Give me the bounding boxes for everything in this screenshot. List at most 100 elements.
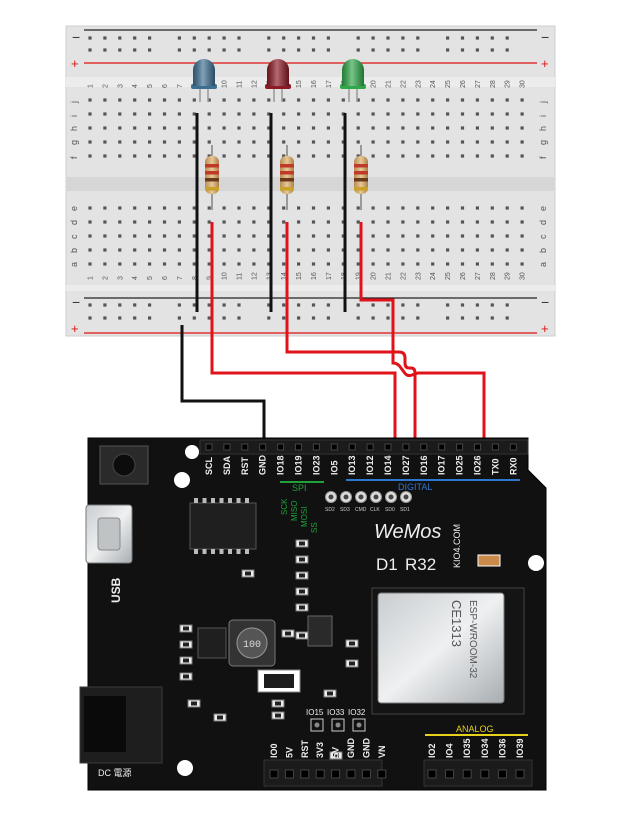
header-pin	[348, 443, 356, 451]
rail-plus-label: +	[71, 321, 79, 336]
column-number: 3	[117, 276, 124, 280]
resistor	[354, 145, 368, 210]
breadboard-hole	[118, 140, 122, 144]
breadboard-hole	[148, 126, 152, 130]
pin-label: IO39	[515, 738, 525, 758]
breadboard-hole	[103, 234, 107, 238]
pin-label: IO19	[294, 455, 304, 475]
rail-hole	[475, 303, 479, 307]
rail-hole	[490, 48, 494, 52]
smd-components	[179, 539, 359, 760]
breadboard-hole	[416, 248, 420, 252]
rail-hole	[475, 36, 479, 40]
breadboard-hole	[416, 220, 420, 224]
rail-hole	[148, 303, 152, 307]
pad-label: SD3	[340, 507, 350, 513]
rail-hole	[311, 36, 316, 40]
mid-pin-label: IO32	[348, 708, 366, 717]
center-channel	[66, 177, 555, 191]
rail-hole	[386, 48, 390, 52]
resistor-band	[354, 171, 368, 175]
breadboard-hole	[222, 112, 226, 116]
rail-hole	[475, 48, 479, 52]
header-pin	[427, 769, 437, 779]
breadboard-hole	[148, 220, 152, 224]
rail-hole	[297, 48, 301, 52]
signal-wires	[210, 222, 486, 440]
breadboard-hole	[401, 140, 405, 144]
reset-button-cap[interactable]	[112, 453, 136, 477]
breadboard-hole	[103, 248, 107, 252]
row-letter: b	[538, 248, 548, 253]
pin-label: GND	[258, 455, 268, 476]
breadboard-hole	[207, 154, 211, 158]
breadboard-hole	[460, 140, 465, 144]
breadboard-hole	[490, 220, 494, 224]
breadboard-hole	[311, 262, 316, 266]
mount-hole	[177, 760, 193, 776]
column-number: 19	[356, 272, 363, 280]
breadboard-hole	[148, 112, 152, 116]
breadboard-hole	[311, 98, 316, 102]
breadboard-hole	[371, 262, 375, 266]
pin-label: GND	[346, 738, 356, 759]
breadboard-hole	[177, 234, 181, 238]
breadboard-hole	[326, 126, 330, 130]
breadboard-hole	[505, 154, 509, 158]
rail-hole	[297, 36, 301, 40]
breadboard-hole	[520, 262, 524, 266]
rail-hole	[118, 36, 122, 40]
breadboard-hole	[386, 234, 390, 238]
column-number: 1	[88, 276, 95, 280]
rail-hole	[207, 316, 211, 320]
pin-label: IO17	[437, 455, 447, 475]
breadboard-hole	[371, 98, 375, 102]
breadboard-hole	[341, 154, 345, 158]
rail-hole	[207, 36, 211, 40]
breadboard-hole	[326, 248, 330, 252]
rail-hole	[326, 48, 330, 52]
breadboard-hole	[475, 126, 479, 130]
pin-label: IO13	[347, 455, 357, 475]
rail-hole	[460, 316, 465, 320]
breadboard-hole	[446, 98, 450, 102]
breadboard-hole	[222, 154, 226, 158]
pin-label: RST	[240, 456, 250, 475]
pad-label: CLK	[370, 507, 380, 513]
header-pin	[474, 443, 481, 451]
header-pin	[241, 443, 249, 451]
column-number: 25	[445, 272, 452, 280]
header-pin	[456, 443, 464, 451]
breadboard-hole	[386, 154, 390, 158]
spi-side-label: SS	[310, 522, 319, 533]
column-number: 12	[251, 272, 258, 280]
column-number: 27	[475, 272, 482, 280]
breadboard-hole	[356, 98, 360, 102]
column-number: 17	[326, 272, 333, 280]
breadboard-hole	[252, 140, 256, 144]
breadboard-hole	[192, 206, 196, 210]
rail-hole	[505, 48, 509, 52]
breadboard-hole	[311, 140, 316, 144]
rail-hole	[148, 316, 152, 320]
breadboard-hole	[431, 248, 435, 252]
pad-label: SD0	[385, 507, 395, 513]
rail-hole	[505, 303, 509, 307]
row-letter: a	[538, 262, 548, 267]
breadboard-hole	[133, 248, 137, 252]
esp32-shield	[377, 592, 505, 704]
pin-label: RST	[300, 739, 310, 758]
breadboard-hole	[520, 112, 524, 116]
rail-hole	[416, 36, 420, 40]
rail-hole	[177, 316, 181, 320]
rail-hole	[192, 303, 196, 307]
header-pin	[509, 443, 517, 451]
breadboard-hole	[356, 112, 360, 116]
breadboard-hole	[252, 234, 256, 238]
breadboard-hole	[371, 220, 375, 224]
row-letter: e	[69, 206, 79, 211]
column-number: 15	[296, 272, 303, 280]
breadboard-hole	[192, 98, 196, 102]
led-highlight	[193, 59, 215, 86]
